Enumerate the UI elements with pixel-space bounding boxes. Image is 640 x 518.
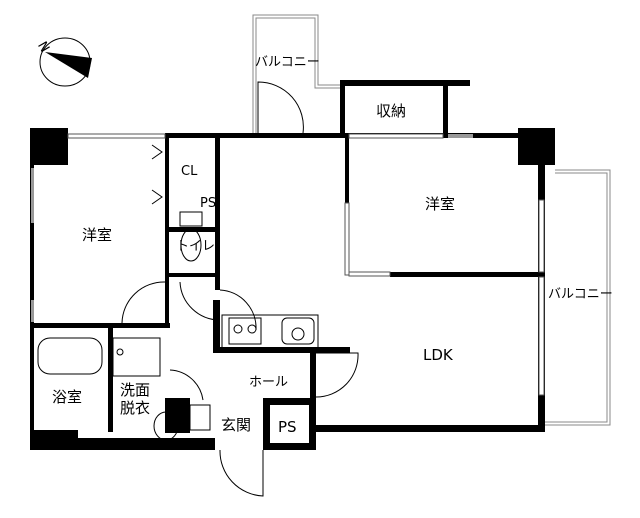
sink-icon (281, 317, 315, 345)
room-label-balcony-right: バルコニー (548, 287, 613, 302)
room-label-western-right: 洋室 (425, 195, 455, 213)
room-label-toilet: トイレ (176, 239, 215, 254)
room-label-balcony-top: バルコニー (255, 55, 320, 70)
windows (31, 133, 545, 396)
room-label-entrance: 玄関 (221, 416, 251, 434)
balcony-right (545, 169, 611, 426)
bathtub-icon (37, 337, 103, 375)
room-label-bathroom: 浴室 (52, 388, 82, 406)
room-label-storage: 収納 (376, 102, 406, 120)
compass-icon: N (34, 37, 92, 87)
room-label-ps-bottom: PS (278, 418, 297, 436)
room-label-washroom-2: 脱衣 (120, 399, 150, 417)
washer-pan-icon (112, 337, 161, 377)
step-icon (189, 404, 211, 431)
balcony-top (252, 14, 340, 133)
room-label-western-left: 洋室 (82, 226, 112, 244)
room-label-ps-top: PS (200, 196, 216, 211)
room-label-closet: CL (181, 164, 198, 179)
room-label-washroom-1: 洗面 (120, 381, 150, 399)
room-label-ldk: LDK (423, 346, 454, 364)
toilet-icon (179, 211, 203, 227)
stove-icon (228, 317, 262, 345)
room-label-hall: ホール (249, 375, 288, 390)
walls (30, 80, 555, 450)
washbasin-icon (153, 411, 179, 441)
doors (121, 81, 359, 497)
fixtures (37, 211, 319, 441)
